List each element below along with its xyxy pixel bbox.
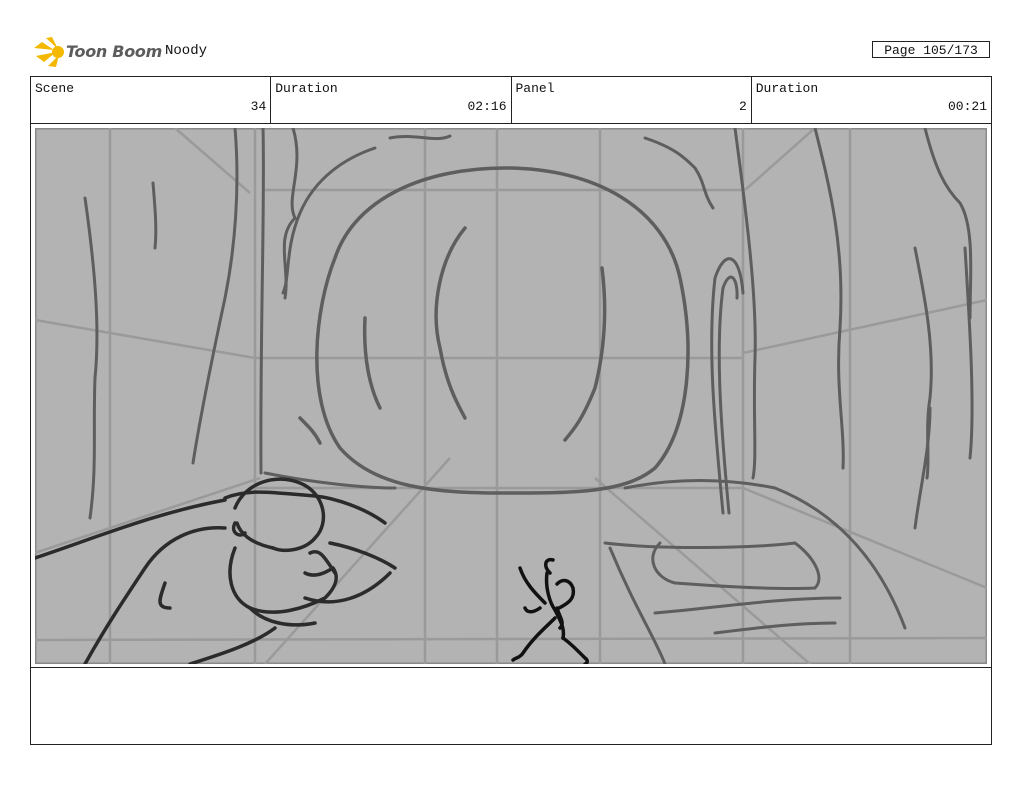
storyboard-sketch [35, 128, 987, 664]
scene-cell: Scene 34 [31, 77, 272, 123]
scene-duration-cell: Duration 02:16 [271, 77, 512, 123]
toon-boom-logo-icon [34, 37, 64, 67]
page-indicator: Page 105/173 [872, 41, 990, 58]
project-title: Noody [165, 43, 208, 59]
panel-cell: Panel 2 [512, 77, 752, 123]
scene-value: 34 [250, 99, 267, 114]
panel-label: Panel [515, 81, 555, 96]
scene-label: Scene [35, 81, 75, 96]
panel-value: 2 [738, 99, 747, 114]
scene-duration-label: Duration [275, 81, 338, 96]
panel-duration-value: 00:21 [947, 99, 987, 114]
storyboard-info-row: Scene 34 Duration 02:16 Panel 2 Duration… [30, 76, 992, 124]
brand-name: Toon Boom [66, 42, 162, 61]
panel-duration-label: Duration [755, 81, 819, 96]
panel-duration-cell: Duration 00:21 [752, 77, 991, 123]
panel-notes-area [30, 667, 992, 745]
scene-duration-value: 02:16 [467, 99, 507, 114]
